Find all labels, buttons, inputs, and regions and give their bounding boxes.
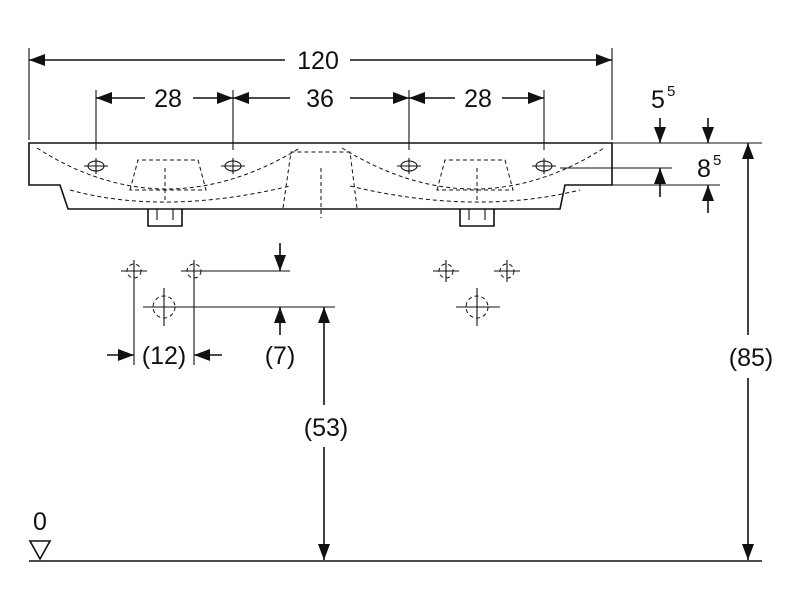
level-marker-icon xyxy=(28,540,52,561)
drain-spacing-label: (12) xyxy=(142,342,186,370)
tap-hole-icon xyxy=(532,158,556,174)
overall-width-dimension: 120 xyxy=(28,47,613,140)
overall-width-label: 120 xyxy=(297,47,339,75)
tap-spacing-dimensions: 28 36 28 xyxy=(95,85,545,150)
floor-line: 0 xyxy=(28,508,762,562)
tap-hole-icon xyxy=(221,158,245,174)
drain-height-dimension: (53) xyxy=(304,307,348,560)
drain-offset-label: (7) xyxy=(265,342,296,370)
drain-height-label: (53) xyxy=(304,414,348,442)
crosshair-icon xyxy=(143,288,187,326)
crosshair-icon xyxy=(494,260,520,282)
center-spacing-label: 36 xyxy=(306,85,334,113)
tap-hole-icon xyxy=(84,158,108,174)
crosshair-icon xyxy=(121,260,147,282)
tap-hole-icon xyxy=(397,158,421,174)
drain-offset-dimension: (7) xyxy=(187,243,335,370)
washbasin-body xyxy=(28,142,613,227)
floor-level-label: 0 xyxy=(33,508,47,536)
drain-spacing-dimension: (12) xyxy=(107,282,222,370)
total-height-dimension: (85) xyxy=(729,143,773,560)
rim-height-superscript: 5 xyxy=(713,152,721,169)
crosshair-icon xyxy=(433,260,459,282)
tap-spacing-right-label: 28 xyxy=(464,85,492,113)
rim-offset-superscript: 5 xyxy=(667,83,675,100)
crosshair-icon xyxy=(181,260,207,282)
rim-height-label: 8 xyxy=(697,155,711,183)
crosshair-icon xyxy=(456,288,500,326)
waste-positions xyxy=(121,260,520,326)
rim-offset-label: 5 xyxy=(651,86,665,114)
total-height-label: (85) xyxy=(729,344,773,372)
tap-spacing-left-label: 28 xyxy=(154,85,182,113)
rim-dimensions: 5 5 8 5 xyxy=(560,83,762,213)
